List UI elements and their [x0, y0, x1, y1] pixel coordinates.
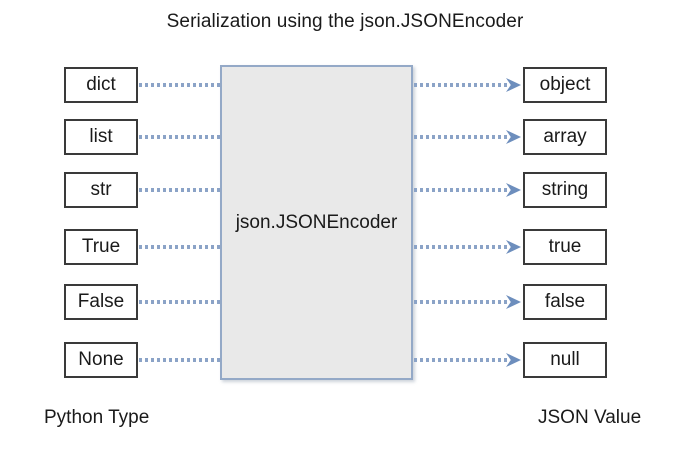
python-type-label: str [90, 179, 112, 200]
json-encoder-label: json.JSONEncoder [235, 211, 398, 233]
json-value-box: string [523, 172, 607, 208]
dotted-connector-right [414, 135, 507, 139]
json-value-footer: JSON Value [538, 407, 642, 428]
json-value-label: array [543, 126, 587, 147]
python-type-label: True [81, 236, 121, 257]
arrowhead-icon [506, 183, 521, 197]
json-value-label: true [548, 236, 582, 257]
json-encoder-box: json.JSONEncoder [220, 65, 413, 380]
dotted-connector-left [139, 83, 220, 87]
json-value-box: false [523, 284, 607, 320]
dotted-connector-left [139, 358, 220, 362]
mapping-row-true: True true [0, 229, 690, 265]
python-type-box: str [64, 172, 138, 208]
mapping-row-str: str string [0, 172, 690, 208]
arrowhead-icon [506, 130, 521, 144]
dotted-connector-right [414, 83, 507, 87]
json-value-box: array [523, 119, 607, 155]
python-type-label: False [77, 291, 125, 312]
dotted-connector-right [414, 300, 507, 304]
dotted-connector-right [414, 188, 507, 192]
python-type-label: dict [86, 74, 116, 95]
python-type-box: dict [64, 67, 138, 103]
arrowhead-icon [506, 295, 521, 309]
json-value-box: true [523, 229, 607, 265]
mapping-row-dict: dict object [0, 67, 690, 103]
json-value-label: null [550, 349, 580, 370]
python-type-footer: Python Type [44, 407, 150, 428]
dotted-connector-left [139, 245, 220, 249]
python-type-label: None [78, 349, 124, 370]
json-value-box: object [523, 67, 607, 103]
python-type-box: False [64, 284, 138, 320]
dotted-connector-left [139, 188, 220, 192]
arrowhead-icon [506, 240, 521, 254]
python-type-box: list [64, 119, 138, 155]
json-value-box: null [523, 342, 607, 378]
json-value-label: false [544, 291, 586, 312]
arrowhead-icon [506, 78, 521, 92]
python-type-label: list [89, 126, 113, 147]
json-value-label: object [539, 74, 591, 95]
dotted-connector-right [414, 245, 507, 249]
mapping-row-false: False false [0, 284, 690, 320]
diagram-title: Serialization using the json.JSONEncoder [166, 11, 524, 32]
dotted-connector-right [414, 358, 507, 362]
arrowhead-icon [506, 353, 521, 367]
mapping-row-list: list array [0, 119, 690, 155]
python-type-box: None [64, 342, 138, 378]
dotted-connector-left [139, 135, 220, 139]
dotted-connector-left [139, 300, 220, 304]
json-value-label: string [541, 179, 589, 200]
python-type-box: True [64, 229, 138, 265]
mapping-row-none: None null [0, 342, 690, 378]
